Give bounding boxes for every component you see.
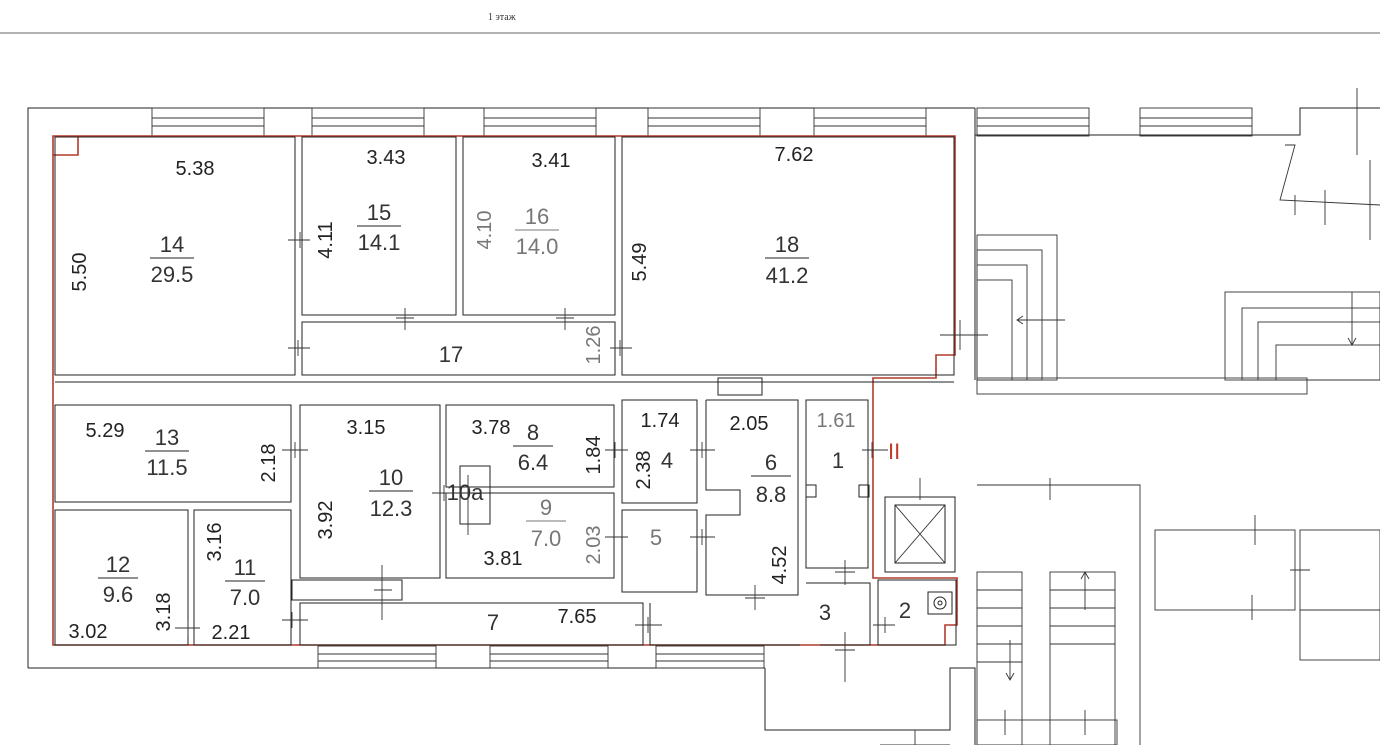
room-number: 13 <box>155 425 179 450</box>
door-ticks <box>175 232 1310 745</box>
top-right-fragment <box>1279 88 1380 240</box>
room-width: 1.74 <box>641 410 680 432</box>
room-3: 3 <box>819 600 831 625</box>
room-13: 13 11.5 5.29 2.18 <box>86 420 280 482</box>
room-5: 5 <box>650 525 662 550</box>
room-area: 7.0 <box>531 526 562 551</box>
room-1: 1 1.61 <box>817 410 856 473</box>
room-area: 29.5 <box>151 262 194 287</box>
toilet-fixture <box>927 591 953 615</box>
room-height: 3.18 <box>153 593 175 632</box>
room-width: 1.61 <box>817 410 856 432</box>
elevator-shaft <box>884 496 956 573</box>
room-width: 2.05 <box>730 413 769 435</box>
floor-label: 1 этаж <box>488 12 516 23</box>
room-15: 15 14.1 3.43 4.11 <box>315 147 405 259</box>
room-width: 7.65 <box>558 606 597 628</box>
room-width: 7.62 <box>775 144 814 166</box>
room-12: 12 9.6 3.02 3.18 <box>69 552 175 643</box>
windows-top <box>151 107 1253 137</box>
room-area: 6.4 <box>518 450 549 475</box>
room-height: 4.10 <box>474 211 496 250</box>
interior-walls-upper <box>54 136 955 396</box>
room-14: 14 29.5 5.38 5.50 <box>69 158 214 291</box>
room-9: 9 7.0 3.81 2.03 <box>484 495 605 570</box>
room-height: 5.49 <box>629 243 651 282</box>
room-number: 10а <box>447 480 484 505</box>
room-number: 12 <box>106 552 130 577</box>
room-height: 2.03 <box>583 526 605 565</box>
room-7: 7 7.65 <box>487 606 597 635</box>
room-width: 3.15 <box>347 417 386 439</box>
room-number: 4 <box>661 448 673 473</box>
entrance-mark: II <box>888 439 900 464</box>
room-width: 3.41 <box>532 150 571 172</box>
outer-walls <box>27 107 1380 745</box>
room-height: 2.18 <box>258 444 280 483</box>
windows-bottom <box>317 645 765 669</box>
room-width: 3.78 <box>472 417 511 439</box>
room-number: 2 <box>899 598 911 623</box>
room-number: 6 <box>765 450 777 475</box>
room-height: 3.16 <box>204 523 226 562</box>
room-number: 11 <box>234 555 257 580</box>
room-area: 14.1 <box>358 230 401 255</box>
room-height: 4.52 <box>769 546 791 585</box>
room-10a: 10а <box>447 480 484 505</box>
room-17: 17 1.26 <box>439 326 605 367</box>
room-width: 3.81 <box>484 548 523 570</box>
staircase-right <box>880 234 1380 746</box>
room-height: 5.50 <box>69 253 91 292</box>
room-width: 5.38 <box>176 158 215 180</box>
room-width: 3.02 <box>69 621 108 643</box>
room-8: 8 6.4 3.78 1.84 <box>472 417 605 475</box>
room-area: 9.6 <box>103 582 134 607</box>
room-18: 18 41.2 7.62 5.49 <box>629 144 813 288</box>
room-width: 2.21 <box>212 622 251 644</box>
room-height: 1.26 <box>583 326 605 365</box>
room-number: 7 <box>487 610 499 635</box>
room-number: 3 <box>819 600 831 625</box>
room-2: 2 <box>899 598 911 623</box>
room-height: 3.92 <box>315 501 337 540</box>
room-area: 8.8 <box>756 482 787 507</box>
room-area: 11.5 <box>146 455 187 480</box>
room-area: 7.0 <box>230 585 261 610</box>
room-width: 5.29 <box>86 420 125 442</box>
room-number: 1 <box>832 448 844 473</box>
room-area: 12.3 <box>370 496 413 521</box>
room-width: 3.43 <box>367 147 406 169</box>
room-area: 41.2 <box>766 263 809 288</box>
room-11: 11 7.0 2.21 3.16 <box>204 523 265 644</box>
room-6: 6 8.8 2.05 4.52 <box>730 413 791 584</box>
room-number: 15 <box>367 200 391 225</box>
room-10: 10 12.3 3.15 3.92 <box>315 417 413 539</box>
room-number: 9 <box>540 495 552 520</box>
leased-area-outline <box>52 135 958 646</box>
interior-walls-lower <box>54 399 957 646</box>
room-number: 5 <box>650 525 662 550</box>
room-number: 10 <box>379 465 403 490</box>
room-height: 4.11 <box>315 221 337 258</box>
room-number: 14 <box>160 232 184 257</box>
room-number: 18 <box>775 232 799 257</box>
room-4: 4 1.74 2.38 <box>633 410 679 489</box>
room-number: 8 <box>527 420 539 445</box>
room-number: 17 <box>439 342 463 367</box>
room-16: 16 14.0 3.41 4.10 <box>474 150 570 259</box>
room-area: 14.0 <box>516 234 559 259</box>
room-number: 16 <box>525 204 549 229</box>
room-height: 1.84 <box>583 436 605 475</box>
room-height: 2.38 <box>633 451 655 490</box>
